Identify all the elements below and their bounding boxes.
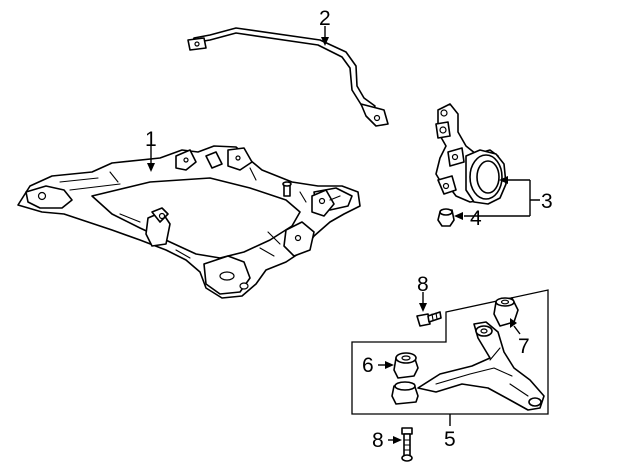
callout-3: 3: [541, 190, 553, 213]
lower-arm-group: [351, 289, 549, 415]
group-box-5: [351, 289, 549, 415]
callout-5: 5: [444, 428, 456, 451]
sub-frame: [17, 145, 361, 299]
leader-lines: [147, 26, 540, 444]
callout-7: 7: [518, 335, 530, 358]
callout-4: 4: [470, 207, 482, 230]
ball-joint: [437, 208, 455, 227]
callout-1: 1: [145, 128, 157, 151]
stabilizer-bar: [187, 27, 389, 127]
bolt-8-top: [416, 311, 442, 327]
bolt-8-bottom: [401, 427, 413, 462]
callout-8-bottom: 8: [372, 429, 384, 452]
callout-6: 6: [362, 354, 374, 377]
callout-2: 2: [319, 7, 331, 30]
steering-knuckle: [435, 103, 507, 205]
callout-8-top: 8: [417, 273, 429, 296]
bushing-6: [393, 352, 419, 379]
